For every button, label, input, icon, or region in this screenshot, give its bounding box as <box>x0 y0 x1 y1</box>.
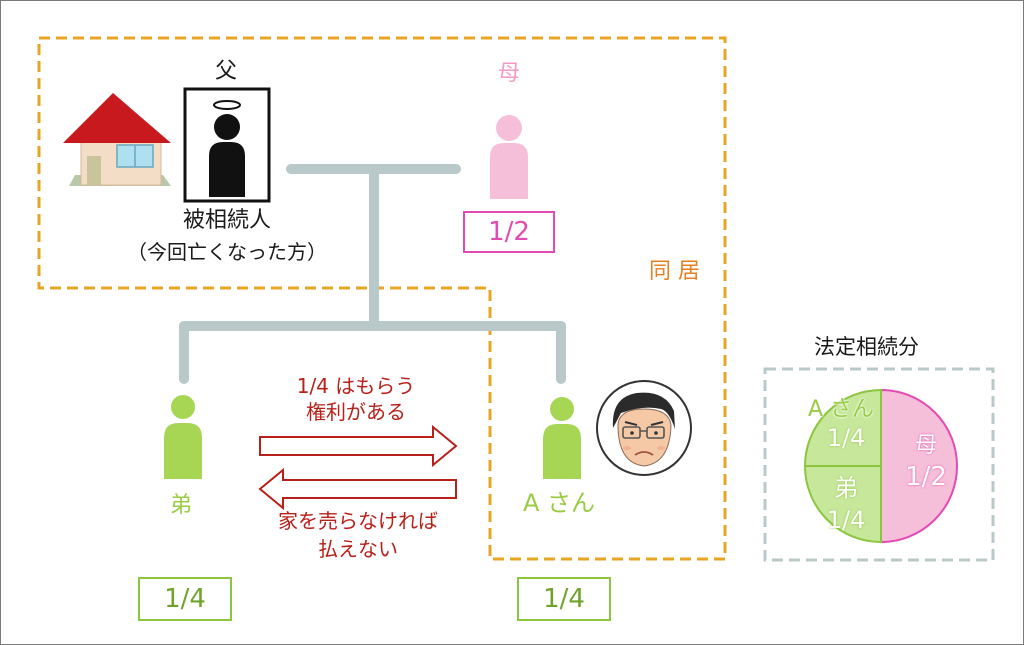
brother-label: 弟 <box>170 493 193 518</box>
worried-man-icon <box>596 380 692 476</box>
halo-icon <box>213 100 241 110</box>
legal-share-frame <box>763 367 995 562</box>
arrow-left-icon <box>258 467 457 511</box>
pie-slice-brother <box>803 465 882 544</box>
legal-share-brother-label: 弟 <box>834 474 858 502</box>
a-san-label: A さん <box>523 489 596 517</box>
right-arrow-text-line2: 権利がある <box>306 400 406 424</box>
right-arrow-text-line1: 1/4 はもらう <box>296 374 416 398</box>
house-icon <box>63 93 171 186</box>
mother-label: 母 <box>498 61 521 86</box>
mother-figure-icon <box>490 115 528 199</box>
deceased-person-icon <box>183 87 271 203</box>
cohabitation-frame <box>37 36 727 561</box>
legal-share-a-label: A さん <box>807 397 875 422</box>
deceased-description: （今回亡くなった方） <box>127 240 327 264</box>
left-arrow-text-line2: 払えない <box>318 537 398 561</box>
brother-figure-icon <box>164 395 202 479</box>
left-arrow-text-line1: 家を売らなければ <box>278 509 438 533</box>
father-label: 父 <box>215 59 238 84</box>
mother-share-box: 1/2 <box>463 211 555 253</box>
legal-share-brother-value: 1/4 <box>826 506 866 534</box>
legal-share-title: 法定相続分 <box>814 335 919 359</box>
legal-share-mother-value: 1/2 <box>905 462 947 492</box>
arrow-right-icon <box>259 424 458 468</box>
legal-share-a-value: 1/4 <box>826 424 866 452</box>
pie-slice-mother <box>880 388 958 544</box>
living-together-label: 同 居 <box>649 259 700 284</box>
pie-slice-a-san <box>803 388 882 467</box>
deceased-label: 被相続人 <box>182 208 271 233</box>
a-san-share-box: 1/4 <box>517 577 611 621</box>
pie-chart-icon <box>803 388 958 544</box>
a-san-figure-icon <box>543 397 581 479</box>
legal-share-mother-label: 母 <box>914 433 937 458</box>
family-tree-lines <box>179 164 566 384</box>
brother-share-box: 1/4 <box>138 577 232 621</box>
